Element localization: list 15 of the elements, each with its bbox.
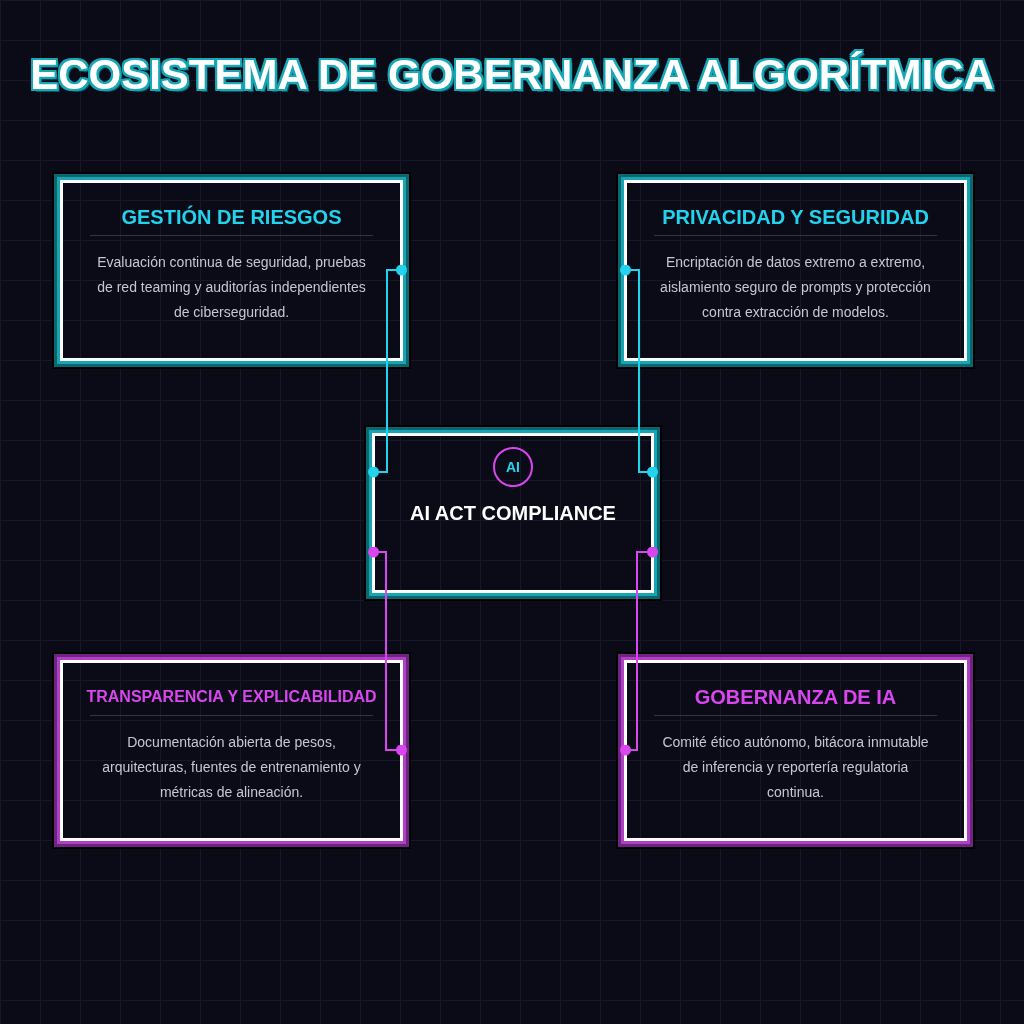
card-heading: GOBERNANZA DE IA: [694, 685, 897, 709]
card-heading: TRANSPARENCIA Y EXPLICABILIDAD: [86, 687, 377, 707]
card-description: Comité ético autónomo, bitácora inmutable de inferencia y reportería regulatoria continua.: [661, 733, 930, 802]
connector-line: [368, 264, 407, 478]
card-description: Documentación abierta de pesos, arquitecturas, fuentes de entrenamiento y métricas de alineación.: [101, 733, 362, 802]
connector-line: [620, 264, 658, 478]
diagram-title: ECOSISTEMA DE GOBERNANZA ALGORÍTMICA: [30, 50, 994, 100]
connector-line: [368, 546, 407, 756]
card-heading: PRIVACIDAD Y SEGURIDAD: [662, 205, 929, 229]
card-heading: GESTIÓN DE RIESGOS: [121, 205, 342, 229]
circle-badge: AI: [493, 447, 533, 487]
card-heading: AI ACT COMPLIANCE: [410, 501, 616, 525]
card-description: Encriptación de datos extremo a extremo, aislamiento seguro de prompts y protección contra extracción de modelos.: [659, 253, 932, 322]
connector-line: [620, 546, 658, 756]
card-description: Evaluación continua de seguridad, pruebas de red teaming y auditorías independientes de ciberseguridad.: [96, 253, 367, 322]
